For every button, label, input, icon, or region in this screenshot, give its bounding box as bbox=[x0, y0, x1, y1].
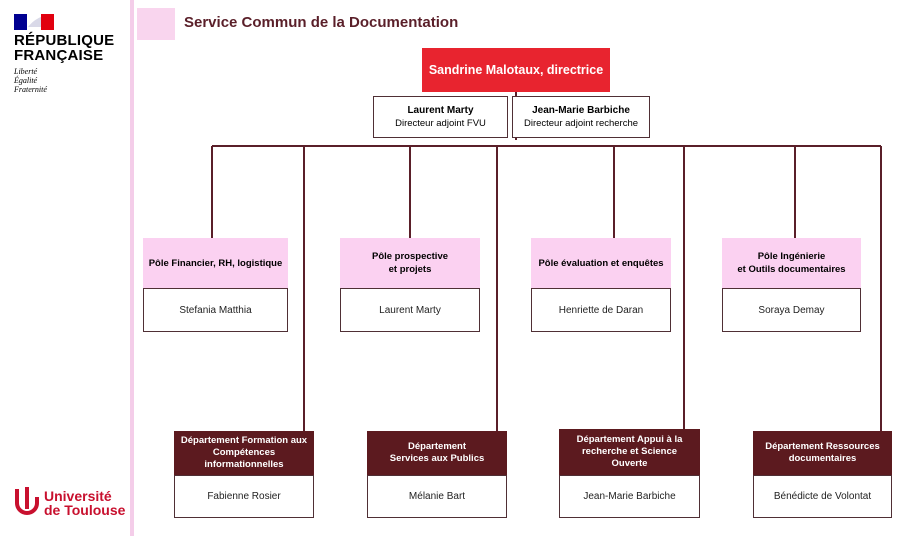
department-services-publics-head: Mélanie Bart bbox=[367, 475, 507, 518]
pole-title-line2: et projets bbox=[388, 264, 432, 275]
department-title-line1: Département bbox=[407, 441, 467, 452]
pole-title-line2: et Outils documentaires bbox=[737, 264, 846, 275]
department-title-line2: Services aux Publics bbox=[389, 453, 485, 464]
university-name: Université de Toulouse bbox=[44, 489, 125, 517]
pole-title: Pôle Financier, RH, logistique bbox=[148, 257, 283, 269]
university-line1: Université bbox=[44, 488, 112, 504]
pole-evaluation-head: Henriette de Daran bbox=[531, 288, 671, 332]
department-ressources-head: Bénédicte de Volontat bbox=[753, 475, 892, 518]
department-title-line2: Compétences bbox=[212, 447, 276, 458]
republic-motto: Liberté Égalité Fraternité bbox=[14, 67, 47, 94]
deputy-box-fvu: Laurent Marty Directeur adjoint FVU bbox=[373, 96, 508, 138]
pole-ingenierie-head: Soraya Demay bbox=[722, 288, 861, 332]
department-ressources: Département Ressources documentaires bbox=[753, 431, 892, 475]
deputy-box-recherche: Jean-Marie Barbiche Directeur adjoint re… bbox=[512, 96, 650, 138]
deputy-name: Laurent Marty bbox=[407, 105, 474, 116]
rf-title-line2: FRANÇAISE bbox=[14, 47, 104, 64]
pole-title-line1: Pôle prospective bbox=[371, 251, 449, 262]
director-box: Sandrine Malotaux, directrice bbox=[422, 48, 610, 92]
university-logo-icon bbox=[15, 487, 39, 515]
department-head-name: Bénédicte de Volontat bbox=[773, 491, 872, 502]
pole-prospective: Pôle prospective et projets bbox=[340, 238, 480, 288]
department-appui-recherche: Département Appui à la recherche et Scie… bbox=[559, 429, 700, 475]
deputy-name: Jean-Marie Barbiche bbox=[532, 105, 630, 116]
pole-head-name: Laurent Marty bbox=[379, 304, 441, 316]
marianne-flag-logo bbox=[14, 14, 54, 30]
department-title-line1: Département Ressources bbox=[765, 441, 880, 452]
department-title-line2: documentaires bbox=[788, 453, 857, 464]
republique-francaise-title: RÉPUBLIQUE FRANÇAISE bbox=[14, 33, 114, 63]
deputy-role: Directeur adjoint recherche bbox=[523, 118, 639, 129]
pole-head-name: Henriette de Daran bbox=[558, 304, 644, 316]
sidebar-divider bbox=[130, 0, 134, 536]
pole-title-line1: Pôle Ingénierie bbox=[757, 251, 826, 262]
motto-fraternite: Fraternité bbox=[14, 85, 47, 94]
pole-evaluation: Pôle évaluation et enquêtes bbox=[531, 238, 671, 288]
pole-head-name: Soraya Demay bbox=[758, 304, 825, 316]
department-formation: Département Formation aux Compétences in… bbox=[174, 431, 314, 475]
department-formation-head: Fabienne Rosier bbox=[174, 475, 314, 518]
deputy-role: Directeur adjoint FVU bbox=[395, 118, 486, 129]
department-title-line3: informationnelles bbox=[204, 459, 284, 470]
director-label: Sandrine Malotaux, directrice bbox=[428, 62, 604, 77]
department-head-name: Fabienne Rosier bbox=[207, 491, 281, 502]
department-head-name: Jean-Marie Barbiche bbox=[583, 491, 676, 502]
department-services-publics: Département Services aux Publics bbox=[367, 431, 507, 475]
pole-ingenierie: Pôle Ingénierie et Outils documentaires bbox=[722, 238, 861, 288]
pole-financier-head: Stefania Matthia bbox=[143, 288, 288, 332]
pole-title: Pôle évaluation et enquêtes bbox=[538, 257, 664, 269]
department-appui-recherche-head: Jean-Marie Barbiche bbox=[559, 475, 700, 518]
pole-head-name: Stefania Matthia bbox=[179, 304, 252, 316]
department-title-line1: Département Formation aux bbox=[180, 435, 308, 446]
rf-title-line1: RÉPUBLIQUE bbox=[14, 32, 115, 49]
motto-egalite: Égalité bbox=[14, 76, 38, 85]
department-title-line1: Département Appui à la bbox=[576, 434, 683, 445]
university-line2: de Toulouse bbox=[44, 502, 126, 518]
page-title: Service Commun de la Documentation bbox=[184, 14, 459, 31]
department-title-line2: recherche et Science Ouverte bbox=[581, 446, 678, 469]
header-accent-band bbox=[137, 8, 175, 40]
motto-liberte: Liberté bbox=[14, 67, 38, 76]
department-head-name: Mélanie Bart bbox=[408, 491, 466, 502]
pole-financier: Pôle Financier, RH, logistique bbox=[143, 238, 288, 288]
pole-prospective-head: Laurent Marty bbox=[340, 288, 480, 332]
